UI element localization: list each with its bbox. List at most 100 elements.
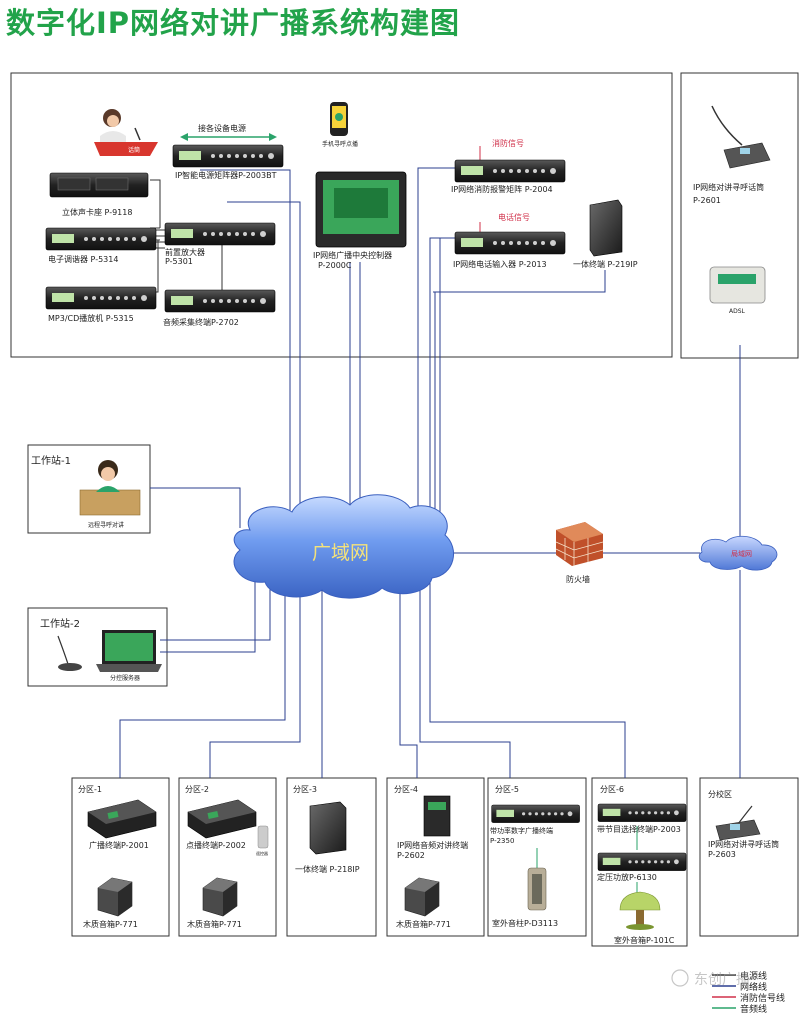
zone-3-title: 分区-3 xyxy=(293,785,317,794)
zone-6-device-1-label: 带节目选择终端P-2003 xyxy=(597,824,681,834)
legend-label-network: 网络线 xyxy=(740,981,767,993)
zone-3-box xyxy=(286,777,377,937)
zone-1-device-label: 广播终端P-2001 xyxy=(89,840,149,850)
zone-3-speaker-terminal xyxy=(309,801,347,855)
lan-label: 局域网 xyxy=(731,549,752,558)
phone-input-label: IP网络电话输入器 P-2013 xyxy=(453,259,547,269)
adsl-label: ADSL xyxy=(729,308,746,315)
zone-4-title: 分区-4 xyxy=(394,785,418,794)
paging-mic-icon xyxy=(711,105,771,169)
legend-label-fire: 消防信号线 xyxy=(740,992,785,1004)
fire-matrix-device xyxy=(454,159,566,183)
zone-5-column-speaker xyxy=(527,867,547,911)
mic-badge: 话筒 xyxy=(128,146,140,154)
zone-4-device-label-2: P-2602 xyxy=(397,851,425,860)
phone-app-label: 手机寻呼点播 xyxy=(322,140,358,148)
ws1-caption: 远程寻呼对讲 xyxy=(88,521,124,529)
zone-2-box xyxy=(178,777,277,937)
controller-label-1: IP网络广播中央控制器 xyxy=(313,250,392,260)
ws1-title: 工作站-1 xyxy=(31,454,71,467)
zone-1-title: 分区-1 xyxy=(78,785,102,794)
zone-4-speaker-label: 木质音箱P-771 xyxy=(396,919,451,929)
zone-2-speaker xyxy=(202,877,238,917)
preamp-label-1: 前置放大器 xyxy=(165,247,205,257)
legend-label-audio: 音频线 xyxy=(740,1003,767,1014)
power-bus-arrowhead-right xyxy=(269,133,277,141)
paging-mic-label-1: IP网络对讲寻呼话筒 xyxy=(693,182,764,192)
wan-cloud xyxy=(233,494,454,599)
branch-title: 分校区 xyxy=(708,789,732,799)
controller-label-2: P-2000C xyxy=(318,261,352,270)
top-panel xyxy=(10,72,673,358)
ws1-box xyxy=(27,444,151,534)
power-matrix-device xyxy=(172,144,284,168)
zone-1-speaker-label: 木质音箱P-771 xyxy=(83,919,138,929)
zone-6-device-2 xyxy=(597,852,687,871)
legend-label-power: 电源线 xyxy=(740,970,767,982)
branch-box xyxy=(699,777,799,937)
ws1-operator-icon xyxy=(79,460,141,516)
watermark-logo: 东创广播 xyxy=(671,969,750,988)
zone-2-remote-icon xyxy=(257,825,269,849)
cassette-label: 立体声卡座 P-9118 xyxy=(62,207,132,217)
ws2-mic-icon xyxy=(57,635,82,671)
phone-icon xyxy=(330,102,348,136)
zone-5-device xyxy=(491,804,581,824)
zone-2-device-label: 点播终端P-2002 xyxy=(186,840,246,850)
operator-icon xyxy=(94,109,158,156)
zone-5-device-label-2: P-2350 xyxy=(490,837,514,845)
wan-label: 广域网 xyxy=(312,542,369,564)
zone-6-device-2-label: 定压功放P-6130 xyxy=(597,872,657,882)
adsl-modem-icon xyxy=(709,266,766,304)
fire-signal-label: 消防信号 xyxy=(492,138,524,148)
firewall-icon xyxy=(555,522,604,566)
branch-device-label-2: P-2603 xyxy=(708,850,736,859)
zone-6-speaker-label: 室外音箱P-101C xyxy=(614,935,675,945)
zone-5-speaker-label: 室外音柱P-D3113 xyxy=(492,918,558,928)
phone-input-device xyxy=(454,231,566,255)
zone-4-device-label-1: IP网络音频对讲终端 xyxy=(397,840,468,850)
cd-player-device xyxy=(45,286,157,310)
speaker-terminal-device xyxy=(589,199,623,257)
power-matrix-label: IP智能电源矩阵器P-2003BT xyxy=(175,170,277,180)
central-controller-device xyxy=(315,171,407,248)
zone-2-remote-label: 遥控器 xyxy=(256,850,268,856)
zone-2-speaker-label: 木质音箱P-771 xyxy=(187,919,242,929)
zone-2-title: 分区-2 xyxy=(185,785,209,794)
zone-6-box xyxy=(591,777,688,947)
branch-mic-icon xyxy=(715,805,761,841)
paging-mic-label-2: P-2601 xyxy=(693,196,721,205)
tuner-device xyxy=(45,227,157,251)
zone-4-device xyxy=(423,795,451,837)
page-title: 数字化IP网络对讲广播系统构建图 xyxy=(6,6,461,40)
speaker-terminal-label: 一体终端 P-219IP xyxy=(573,259,638,269)
ws2-title: 工作站-2 xyxy=(40,617,80,630)
zone-4-speaker xyxy=(404,877,440,917)
zone-6-mushroom-speaker xyxy=(619,891,661,930)
zone-1-speaker xyxy=(97,877,133,917)
power-bus-label: 接各设备电源 xyxy=(198,123,246,133)
zone-5-device-label-1: 带功率数字广播终端 xyxy=(490,826,553,835)
right-panel xyxy=(680,72,799,359)
ws2-caption: 分控服务器 xyxy=(110,674,140,682)
zone-3-device-label: 一体终端 P-218IP xyxy=(295,864,360,874)
branch-device-label-1: IP网络对讲寻呼话筒 xyxy=(708,839,779,849)
audio-terminal-device xyxy=(164,289,276,313)
lan-cloud xyxy=(698,535,778,571)
preamp-label-2: P-5301 xyxy=(165,257,193,266)
preamp-device xyxy=(164,222,276,246)
zone-6-title: 分区-6 xyxy=(600,785,624,794)
fire-matrix-label: IP网络消防报警矩阵 P-2004 xyxy=(451,184,553,194)
zone-6-device-1 xyxy=(597,803,687,822)
phone-signal-label: 电话信号 xyxy=(498,212,530,222)
ws2-laptop-icon xyxy=(96,630,162,672)
cd-player-label: MP3/CD播放机 P-5315 xyxy=(48,313,134,323)
legend: 电源线 网络线 消防信号线 音频线 xyxy=(712,970,785,1014)
zone-2-device xyxy=(187,799,257,839)
zone-5-box xyxy=(487,777,587,937)
zone-1-device xyxy=(87,799,157,839)
watermark-text: 东创广播 xyxy=(694,972,750,988)
audio-terminal-label: 音频采集终端P-2702 xyxy=(163,317,239,327)
firewall-label: 防火墙 xyxy=(566,574,590,584)
power-bus-arrowhead-left xyxy=(180,133,188,141)
